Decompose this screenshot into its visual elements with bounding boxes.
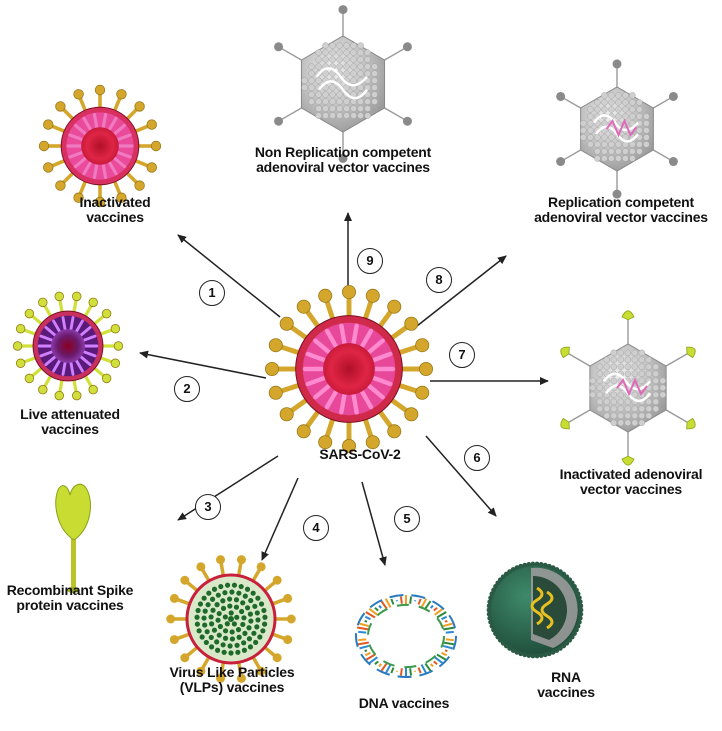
vaccine-label-line: Virus Like Particles (169, 664, 295, 680)
vaccine-label-line: Live attenuated (20, 406, 120, 422)
vaccine-label-line: vaccines (86, 209, 144, 225)
replication-adenovirus-icon (556, 59, 678, 199)
vaccine-label-line: DNA vaccines (358, 694, 450, 711)
arrow-4 (261, 477, 299, 561)
vaccine-label-line: protein vaccines (16, 597, 124, 613)
arrows-layer (139, 212, 549, 566)
dna-ring-icon (355, 594, 457, 678)
vaccine-label-line: RNA (551, 669, 581, 685)
vaccine-label-line: adenoviral vector vaccines (256, 159, 430, 175)
center-virus-label: SARS-CoV-2 (319, 446, 401, 462)
rna-lipid-nanoparticle-icon (486, 561, 584, 659)
step-number-5: 5 (394, 506, 420, 532)
vaccine-label-line: vaccines (41, 421, 99, 437)
vaccine-label-5: DNA vaccines (294, 694, 514, 711)
inactivated-adenovirus-icon (560, 310, 696, 466)
live-attenuated-virus-icon (12, 291, 124, 401)
vaccine-label-line: Inactivated (79, 194, 151, 210)
vaccine-label-line: Non Replication competent (254, 144, 432, 160)
step-number-3: 3 (195, 494, 221, 520)
arrow-8 (416, 255, 507, 327)
step-number-7: 7 (449, 342, 475, 368)
step-number-9: 9 (357, 248, 383, 274)
spike-protein-icon (55, 483, 91, 593)
step-number-2: 2 (174, 376, 200, 402)
arrow-1 (177, 234, 281, 318)
vaccine-label-line: Inactivated adenoviral (559, 466, 703, 482)
inactivated-virus-icon (38, 84, 162, 208)
vaccine-label-line: Replication competent (548, 194, 694, 210)
arrow-2 (139, 350, 267, 379)
step-number-1: 1 (199, 280, 225, 306)
vaccine-label-line: (VLPs) vaccines (179, 679, 285, 695)
arrow-5 (361, 481, 387, 566)
vaccine-label-line: Recombinant Spike (6, 582, 134, 598)
vaccine-label-line: vaccines (537, 684, 595, 700)
vaccine-label-4: Virus Like Particles(VLPs) vaccines (122, 665, 342, 695)
arrow-6 (425, 435, 497, 517)
step-number-8: 8 (426, 267, 452, 293)
vlp-icon (166, 555, 296, 683)
sars-cov-2-virus-icon (264, 284, 433, 453)
step-number-6: 6 (464, 445, 490, 471)
non-replication-adenovirus-icon (274, 5, 412, 163)
arrow-3 (177, 455, 279, 521)
icons-layer (12, 5, 696, 683)
vaccine-label-line: vector vaccines (579, 481, 683, 497)
step-number-4: 4 (303, 515, 329, 541)
vaccine-label-line: adenoviral vector vaccines (534, 209, 708, 225)
